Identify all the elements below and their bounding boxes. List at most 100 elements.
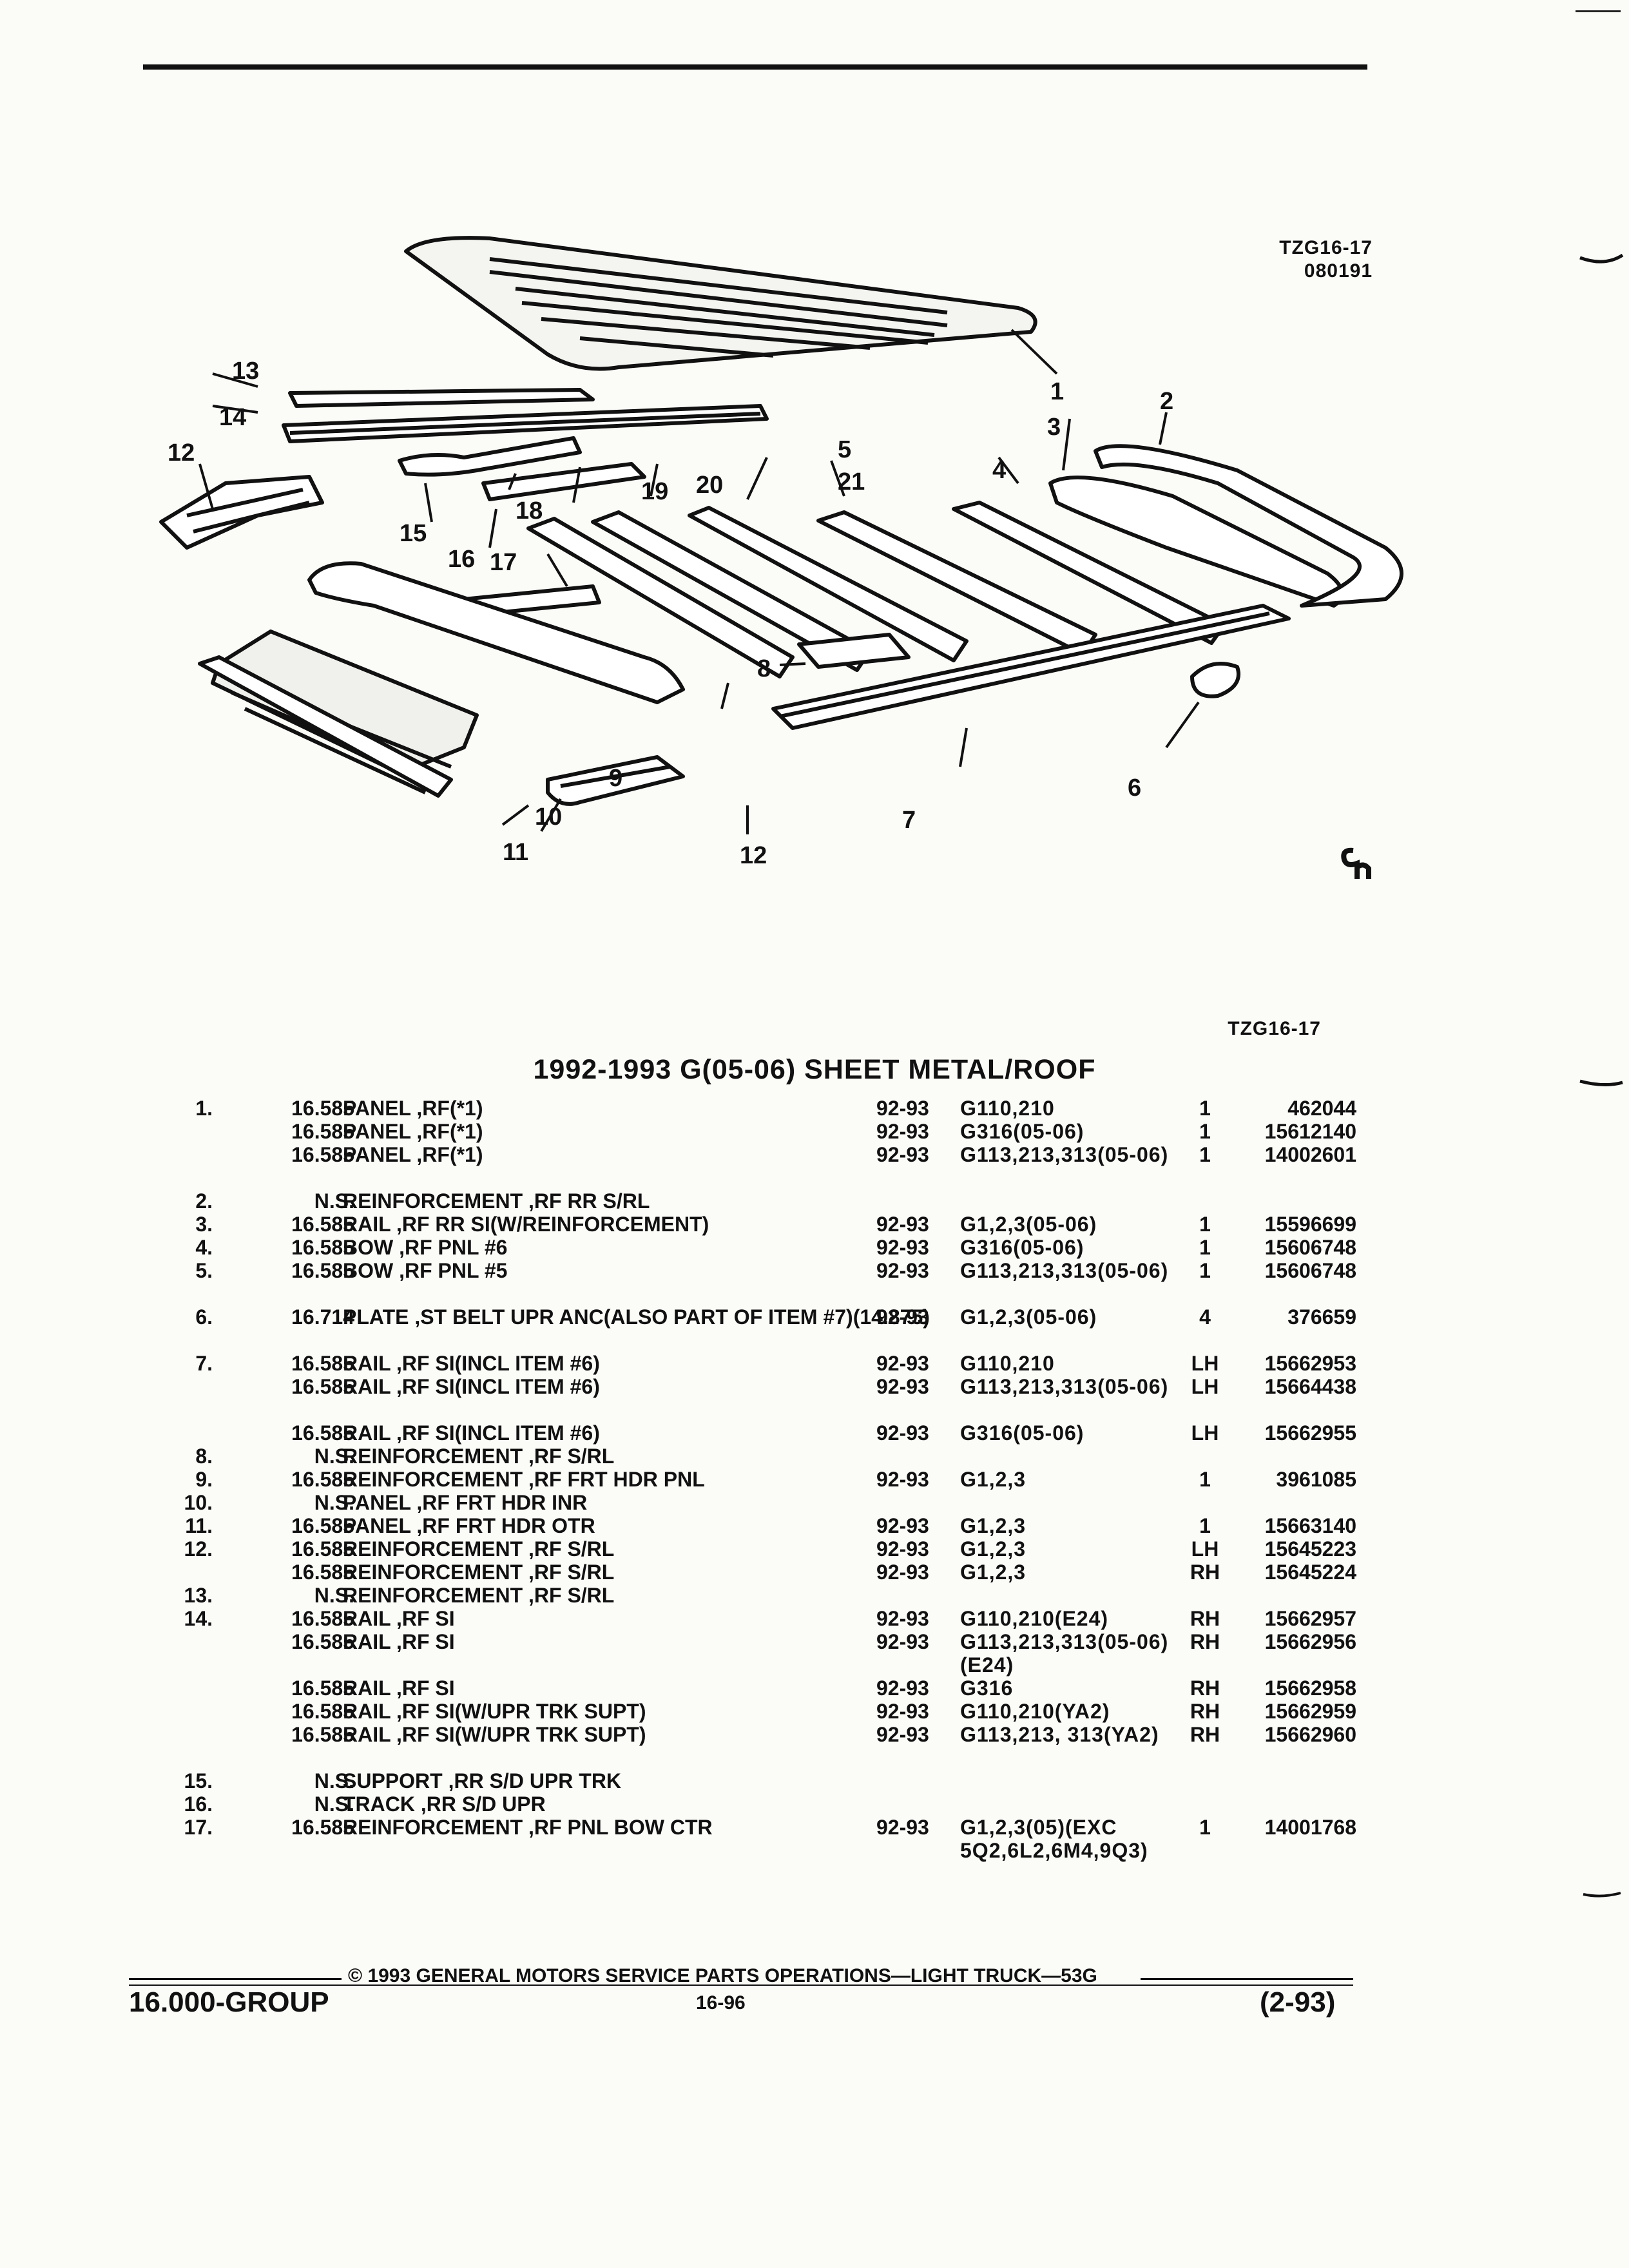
group-number: N.S. — [314, 1491, 354, 1514]
model-years: 92-93 — [876, 1375, 929, 1398]
quantity: 1 — [1199, 1468, 1211, 1491]
callout-5: 5 — [838, 436, 851, 463]
group-number: N.S. — [314, 1792, 354, 1816]
model-codes: G110,210(E24) — [960, 1607, 1109, 1630]
part-8-shape — [797, 633, 911, 669]
plate-6-shape — [1190, 662, 1240, 698]
footer-revision: (2-93) — [1260, 1986, 1336, 2018]
part-description: REINFORCEMENT ,RF FRT HDR PNL — [343, 1468, 705, 1491]
model-years: 92-93 — [876, 1421, 929, 1445]
group-number: 16.585 — [291, 1259, 354, 1282]
part-10-shape — [211, 629, 479, 775]
model-years: 92-93 — [876, 1561, 929, 1584]
footer-page-number: 16-96 — [696, 1992, 746, 2013]
model-codes: G113,213, 313(YA2) — [960, 1723, 1159, 1746]
item-number: 13. — [184, 1584, 213, 1607]
footer-group: 16.000-GROUP — [129, 1986, 329, 2018]
model-codes: G113,213,313(05-06) — [960, 1375, 1169, 1398]
rear-rail-2-shape — [1094, 444, 1403, 608]
part-description: REINFORCEMENT ,RF S/RL — [343, 1445, 615, 1468]
model-years: 92-93 — [876, 1700, 929, 1723]
part-number: 15662958 — [1264, 1677, 1356, 1700]
bow-19-shape — [526, 517, 795, 678]
part-number: 14001768 — [1264, 1816, 1356, 1839]
model-codes: G1,2,3(05)(EXC 5Q2,6L2,6M4,9Q3) — [960, 1816, 1148, 1862]
model-codes: G110,210 — [960, 1352, 1055, 1375]
callout-17: 17 — [490, 549, 517, 576]
item-number: 9. — [195, 1468, 213, 1491]
part-number: 15645223 — [1264, 1537, 1356, 1561]
item-number: 1. — [195, 1097, 213, 1120]
small-logo-glyph — [1341, 847, 1371, 879]
figure-date: 080191 — [1304, 260, 1373, 282]
model-years: 92-93 — [876, 1143, 929, 1166]
group-number: 16.585 — [291, 1607, 354, 1630]
part-description: REINFORCEMENT ,RF RR S/RL — [343, 1189, 650, 1213]
quantity: RH — [1190, 1700, 1220, 1723]
part-12-left-shape — [159, 475, 324, 550]
model-codes: G316(05-06) — [960, 1236, 1084, 1259]
quantity: 1 — [1199, 1236, 1211, 1259]
part-description: BOW ,RF PNL #6 — [343, 1236, 508, 1259]
model-codes: G316 — [960, 1677, 1014, 1700]
figure-code-top: TZG16-17 — [1279, 237, 1373, 258]
model-codes: G113,213,313(05-06) — [960, 1259, 1169, 1282]
part-number: 15662956 — [1264, 1630, 1356, 1653]
model-years: 92-93 — [876, 1213, 929, 1236]
quantity: LH — [1191, 1537, 1219, 1561]
group-number: 16.714 — [291, 1305, 354, 1329]
group-number: 16.585 — [291, 1097, 354, 1120]
model-years: 92-93 — [876, 1514, 929, 1537]
item-number: 2. — [195, 1189, 213, 1213]
item-number: 4. — [195, 1236, 213, 1259]
callout-6: 6 — [1128, 774, 1141, 802]
model-codes: G316(05-06) — [960, 1421, 1084, 1445]
quantity: 1 — [1199, 1259, 1211, 1282]
callout-14: 14 — [219, 404, 246, 431]
model-years: 92-93 — [876, 1723, 929, 1746]
part-13-shape — [288, 388, 595, 408]
part-number: 15596699 — [1264, 1213, 1356, 1236]
part-description: BOW ,RF PNL #5 — [343, 1259, 508, 1282]
quantity: RH — [1190, 1607, 1220, 1630]
bow-5-shape — [816, 510, 1097, 656]
footer-rule-right — [1141, 1978, 1353, 1980]
quantity: RH — [1190, 1630, 1220, 1653]
part-description: PANEL ,RF FRT HDR OTR — [343, 1514, 595, 1537]
part-description: RAIL ,RF SI(INCL ITEM #6) — [343, 1352, 600, 1375]
footer-rule-left — [129, 1978, 342, 1980]
group-number: N.S. — [314, 1445, 354, 1468]
item-number: 6. — [195, 1305, 213, 1329]
part-number: 376659 — [1287, 1305, 1356, 1329]
group-number: 16.585 — [291, 1421, 354, 1445]
group-number: N.S. — [314, 1189, 354, 1213]
model-codes: G1,2,3 — [960, 1537, 1027, 1561]
part-description: PANEL ,RF(*1) — [343, 1120, 483, 1143]
group-number: 16.585 — [291, 1213, 354, 1236]
item-number: 16. — [184, 1792, 213, 1816]
model-years: 92-93 — [876, 1607, 929, 1630]
model-codes: G316(05-06) — [960, 1120, 1084, 1143]
model-codes: G110,210 — [960, 1097, 1055, 1120]
part-description: RAIL ,RF SI(W/UPR TRK SUPT) — [343, 1700, 646, 1723]
part-number: 462044 — [1287, 1097, 1356, 1120]
part-number: 15663140 — [1264, 1514, 1356, 1537]
callout-3: 3 — [1047, 414, 1061, 441]
model-years: 92-93 — [876, 1630, 929, 1653]
model-codes: G1,2,3(05-06) — [960, 1213, 1097, 1236]
part-description: RAIL ,RF SI(INCL ITEM #6) — [343, 1421, 600, 1445]
part-description: TRACK ,RR S/D UPR — [343, 1792, 546, 1816]
part-9-shape — [307, 561, 685, 704]
model-codes: G1,2,3 — [960, 1514, 1027, 1537]
item-number: 15. — [184, 1769, 213, 1792]
callout-7: 7 — [902, 807, 916, 834]
part-description: REINFORCEMENT ,RF S/RL — [343, 1584, 615, 1607]
figure-code-bottom: TZG16-17 — [1228, 1018, 1321, 1039]
group-number: 16.585 — [291, 1143, 354, 1166]
group-number: N.S. — [314, 1769, 354, 1792]
part-11-shape — [198, 655, 453, 798]
quantity: 1 — [1199, 1143, 1211, 1166]
item-number: 12. — [184, 1537, 213, 1561]
top-rule — [143, 64, 1367, 70]
callout-9: 9 — [609, 765, 622, 792]
